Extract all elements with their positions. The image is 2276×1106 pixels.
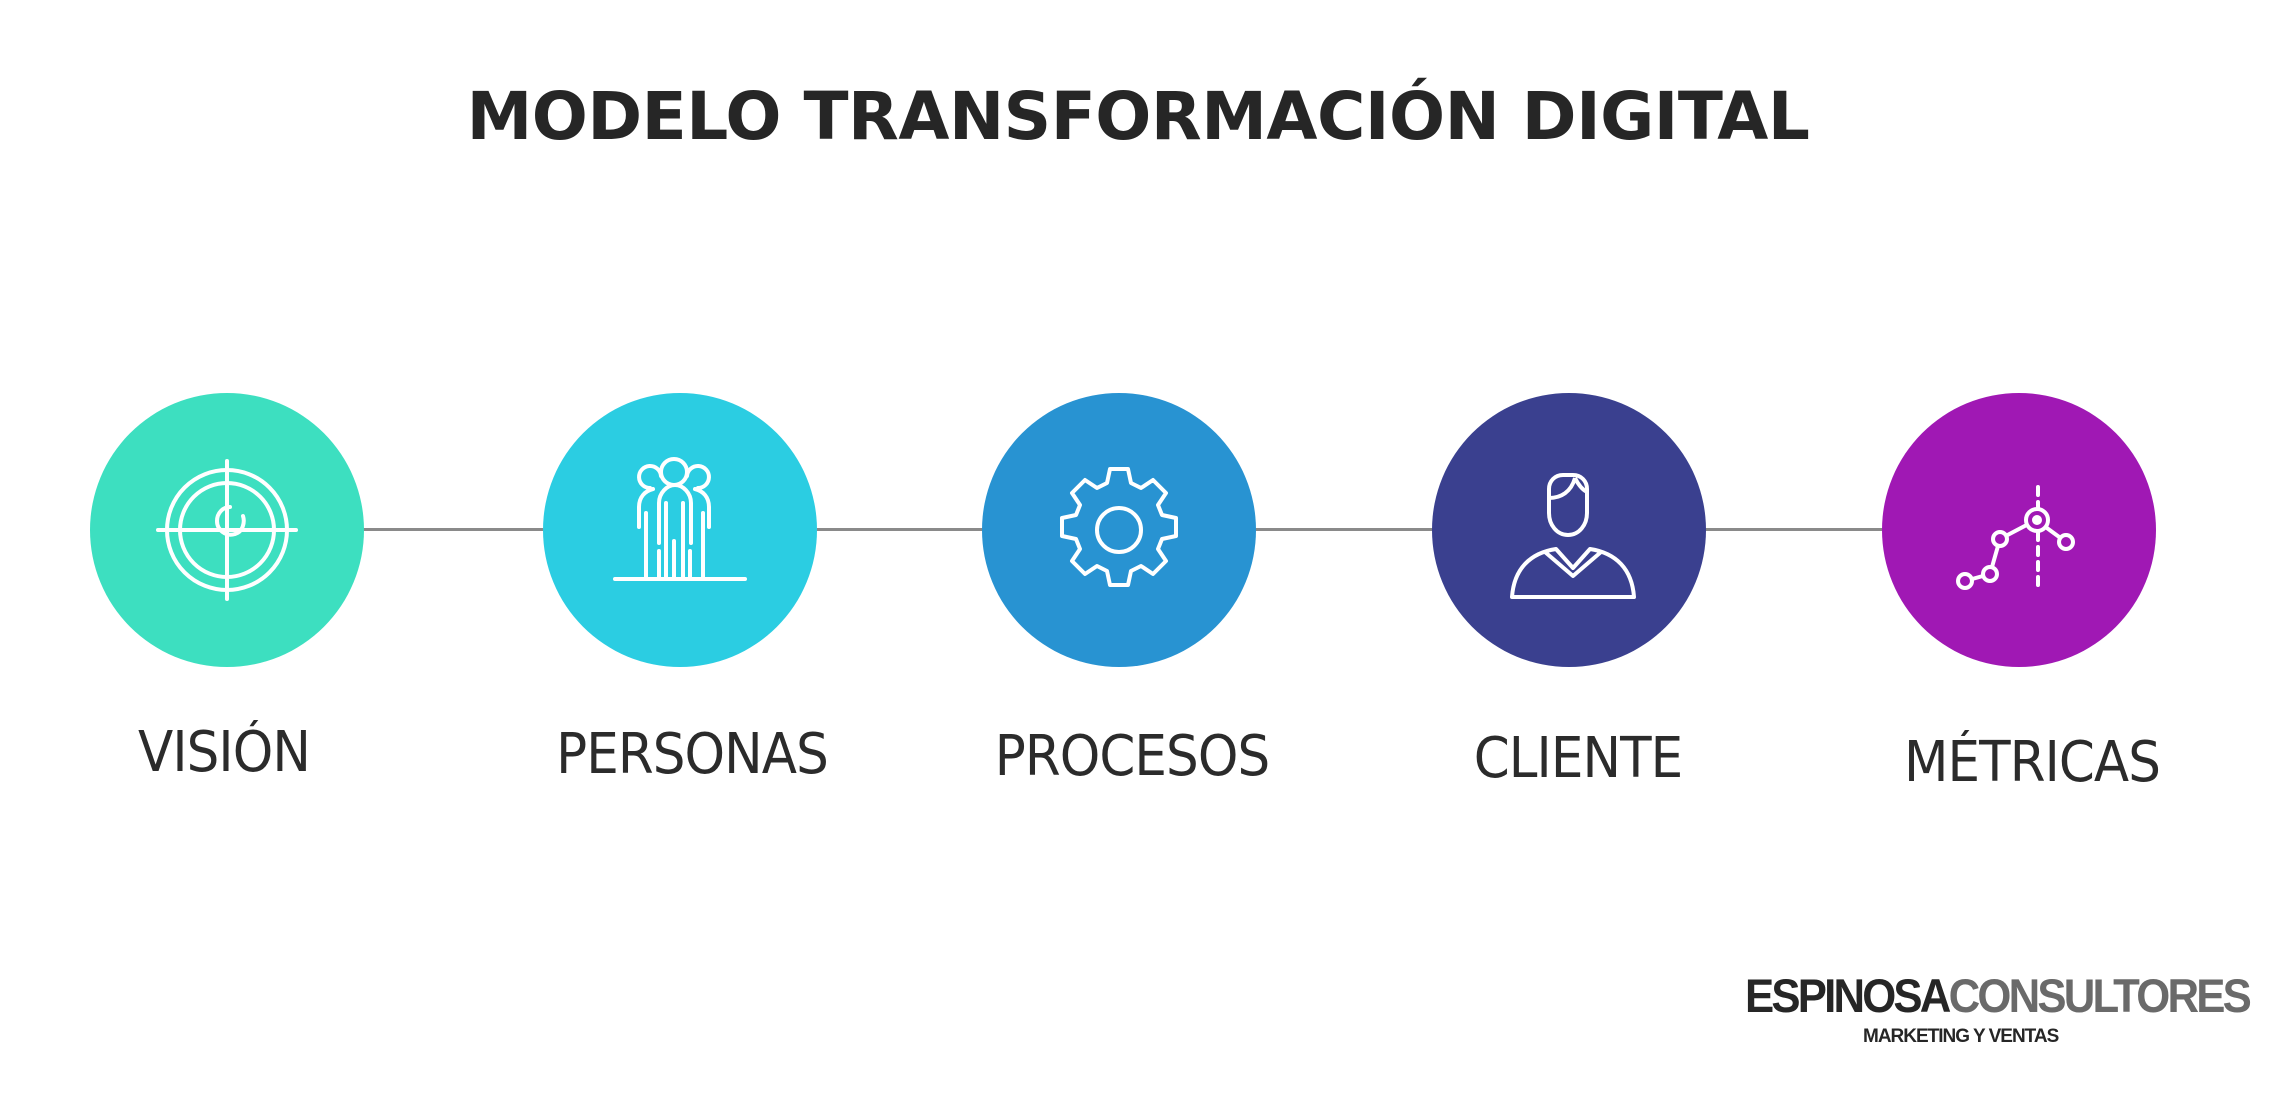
user-icon <box>1510 473 1636 599</box>
connector-line <box>1255 528 1435 531</box>
logo-part-espinosa: ESPINOSA <box>1745 969 1951 1022</box>
step-cliente <box>1432 393 1706 667</box>
logo-wordmark: ESPINOSACONSULTORES <box>1745 969 2252 1022</box>
step-label-vision: VISIÓN <box>138 720 311 785</box>
step-procesos <box>982 393 1256 667</box>
connector-line <box>817 528 987 531</box>
step-label-procesos: PROCESOS <box>994 724 1270 789</box>
step-vision <box>90 393 364 667</box>
step-label-personas: PERSONAS <box>556 722 829 787</box>
gear-icon <box>1060 467 1178 587</box>
diagram-title: MODELO TRANSFORMACIÓN DIGITAL <box>466 78 1810 155</box>
people-group-icon <box>613 457 747 581</box>
step-label-cliente: CLIENTE <box>1473 726 1683 791</box>
logo-part-consultores: CONSULTORES <box>1948 969 2252 1022</box>
step-label-metricas: MÉTRICAS <box>1903 730 2161 795</box>
line-chart-icon <box>1956 485 2075 590</box>
step-metricas <box>1882 393 2156 667</box>
company-logo: ESPINOSACONSULTORES MARKETING Y VENTAS <box>1745 969 2276 1048</box>
logo-tagline: MARKETING Y VENTAS <box>1863 1026 2059 1047</box>
connector-line <box>1705 528 1885 531</box>
connector-line <box>363 528 543 531</box>
step-personas <box>543 393 817 667</box>
target-icon <box>156 459 298 601</box>
